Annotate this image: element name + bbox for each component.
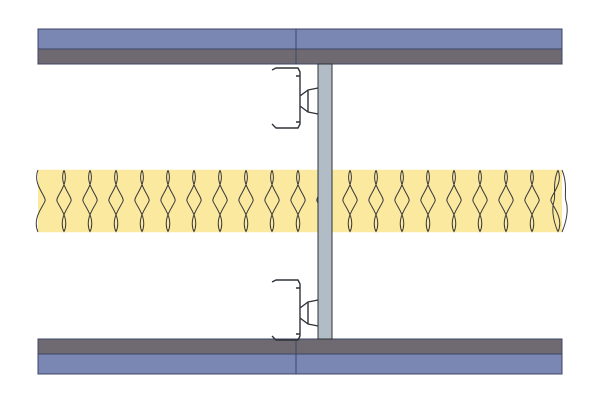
channel-top-icon bbox=[271, 67, 319, 129]
bottom-outer-board-left bbox=[37, 353, 297, 375]
channel-bottom-icon bbox=[271, 279, 319, 341]
stud-web bbox=[317, 63, 333, 340]
bottom-inner-board-left bbox=[37, 338, 297, 355]
top-outer-board-left bbox=[37, 28, 297, 50]
channel-top-profile bbox=[271, 67, 319, 129]
top-outer-board-right bbox=[295, 28, 563, 50]
top-board-assembly bbox=[37, 28, 563, 65]
channel-bottom-profile bbox=[271, 279, 319, 341]
top-inner-board-right bbox=[295, 48, 563, 65]
insulation-pattern bbox=[35, 169, 568, 233]
top-inner-board-left bbox=[37, 48, 297, 65]
bottom-inner-board-right bbox=[295, 338, 563, 355]
insulation-waves bbox=[35, 169, 568, 233]
bottom-board-assembly bbox=[37, 338, 563, 375]
insulation-icon bbox=[35, 169, 568, 233]
steel-stud-icon bbox=[317, 63, 333, 340]
bottom-outer-board-right bbox=[295, 353, 563, 375]
